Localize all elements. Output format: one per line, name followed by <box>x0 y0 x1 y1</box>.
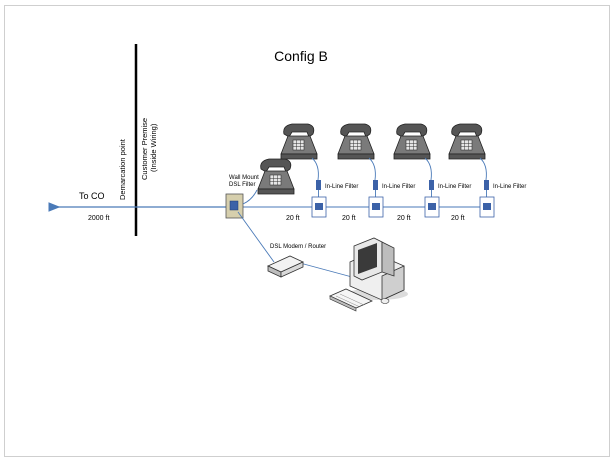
inline-filter-icon <box>429 180 434 190</box>
inline-filter-group-4: In-Line Filter 20 ft <box>448 123 526 222</box>
inside-wiring-label: (Inside Wiring) <box>149 123 158 172</box>
modem-line <box>237 211 275 263</box>
wall-jack-icon <box>229 200 239 211</box>
segment-length: 20 ft <box>342 215 356 222</box>
wall-filter-label-1: Wall Mount <box>229 175 259 181</box>
inline-filter-icon <box>373 180 378 190</box>
inline-filter-group-3: In-Line Filter 20 ft <box>393 123 471 222</box>
demarcation-label: Demarcation point <box>118 138 127 200</box>
to-co-label: To CO <box>79 191 105 201</box>
computer-icon <box>329 237 408 312</box>
phone-icon <box>448 123 486 160</box>
jack-icon <box>483 203 491 210</box>
inline-filter-group-1: In-Line Filter 20 ft <box>280 123 358 222</box>
inline-filter-group-2: In-Line Filter 20 ft <box>337 123 415 222</box>
modem-to-pc-line <box>299 262 353 278</box>
wall-phone-cord <box>242 189 258 205</box>
wall-filter-label-2: DSL Filter <box>229 182 255 188</box>
jack-icon <box>315 203 323 210</box>
modem-label: DSL Modem / Router <box>270 244 326 250</box>
phone-icon <box>337 123 375 160</box>
inline-filter-label: In-Line Filter <box>493 184 526 190</box>
inline-filter-icon <box>316 180 321 190</box>
jack-icon <box>372 203 380 210</box>
segment-length: 20 ft <box>286 215 300 222</box>
jack-icon <box>428 203 436 210</box>
inline-filter-label: In-Line Filter <box>438 184 471 190</box>
phone-icon <box>257 158 295 195</box>
phone-icon <box>393 123 431 160</box>
inline-filter-icon <box>484 180 489 190</box>
dsl-modem-icon <box>267 255 304 278</box>
diagram-title: Config B <box>274 48 328 64</box>
customer-premise-label: Customer Premise <box>140 118 149 180</box>
inline-filter-label: In-Line Filter <box>382 184 415 190</box>
inline-filter-label: In-Line Filter <box>325 184 358 190</box>
phone-icon <box>280 123 318 160</box>
line-length-label: 2000 ft <box>88 215 109 222</box>
segment-length: 20 ft <box>451 215 465 222</box>
segment-length: 20 ft <box>397 215 411 222</box>
slide-frame <box>4 5 610 457</box>
